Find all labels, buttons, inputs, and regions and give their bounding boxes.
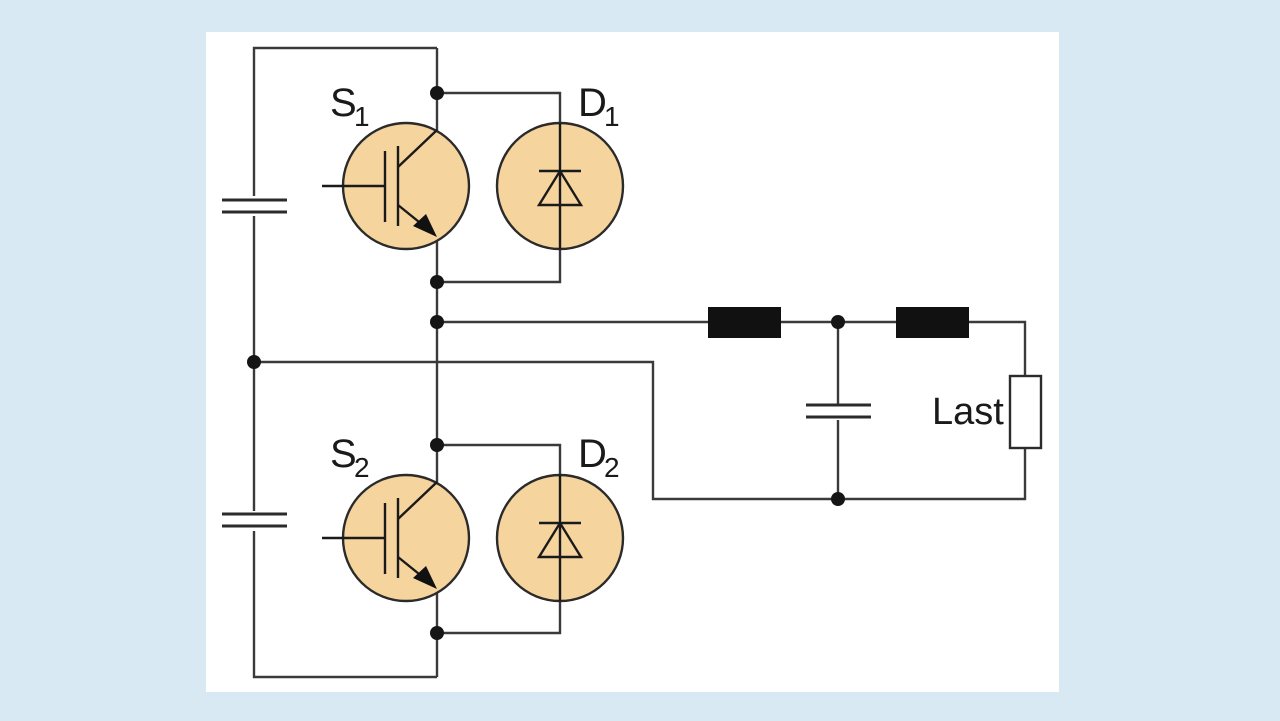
switch-1-label-letter: S	[330, 81, 357, 125]
igbt-switch-lower	[322, 473, 471, 603]
filter-capacitor	[806, 403, 871, 420]
filter-inductor-2	[896, 307, 969, 338]
junction-node	[430, 315, 444, 329]
dc-capacitor-lower	[222, 511, 287, 531]
diode-2-label-letter: D	[578, 432, 607, 476]
junction-node	[430, 275, 444, 289]
filter-inductor-1	[708, 307, 781, 338]
output-wire	[437, 320, 1027, 376]
junction-node	[430, 438, 444, 452]
dc-capacitor-upper	[222, 196, 287, 216]
switch-1-label-index: 1	[354, 101, 370, 132]
junction-node	[831, 492, 845, 506]
switch-2-label-index: 2	[354, 452, 370, 483]
load-resistor	[1008, 374, 1043, 450]
diode-2-label-index: 2	[604, 452, 620, 483]
junction-node	[247, 355, 261, 369]
junction-node	[831, 315, 845, 329]
diode-1-label-letter: D	[578, 81, 607, 125]
diode-1-label-index: 1	[604, 101, 620, 132]
igbt-switch-upper	[322, 121, 471, 251]
load-label: Last	[932, 391, 1004, 433]
neutral-return-wire	[254, 360, 1027, 501]
diode-lower	[495, 473, 625, 603]
junction-node	[430, 86, 444, 100]
diode-upper	[495, 121, 625, 251]
switch-2-label-letter: S	[330, 432, 357, 476]
junction-node	[430, 626, 444, 640]
